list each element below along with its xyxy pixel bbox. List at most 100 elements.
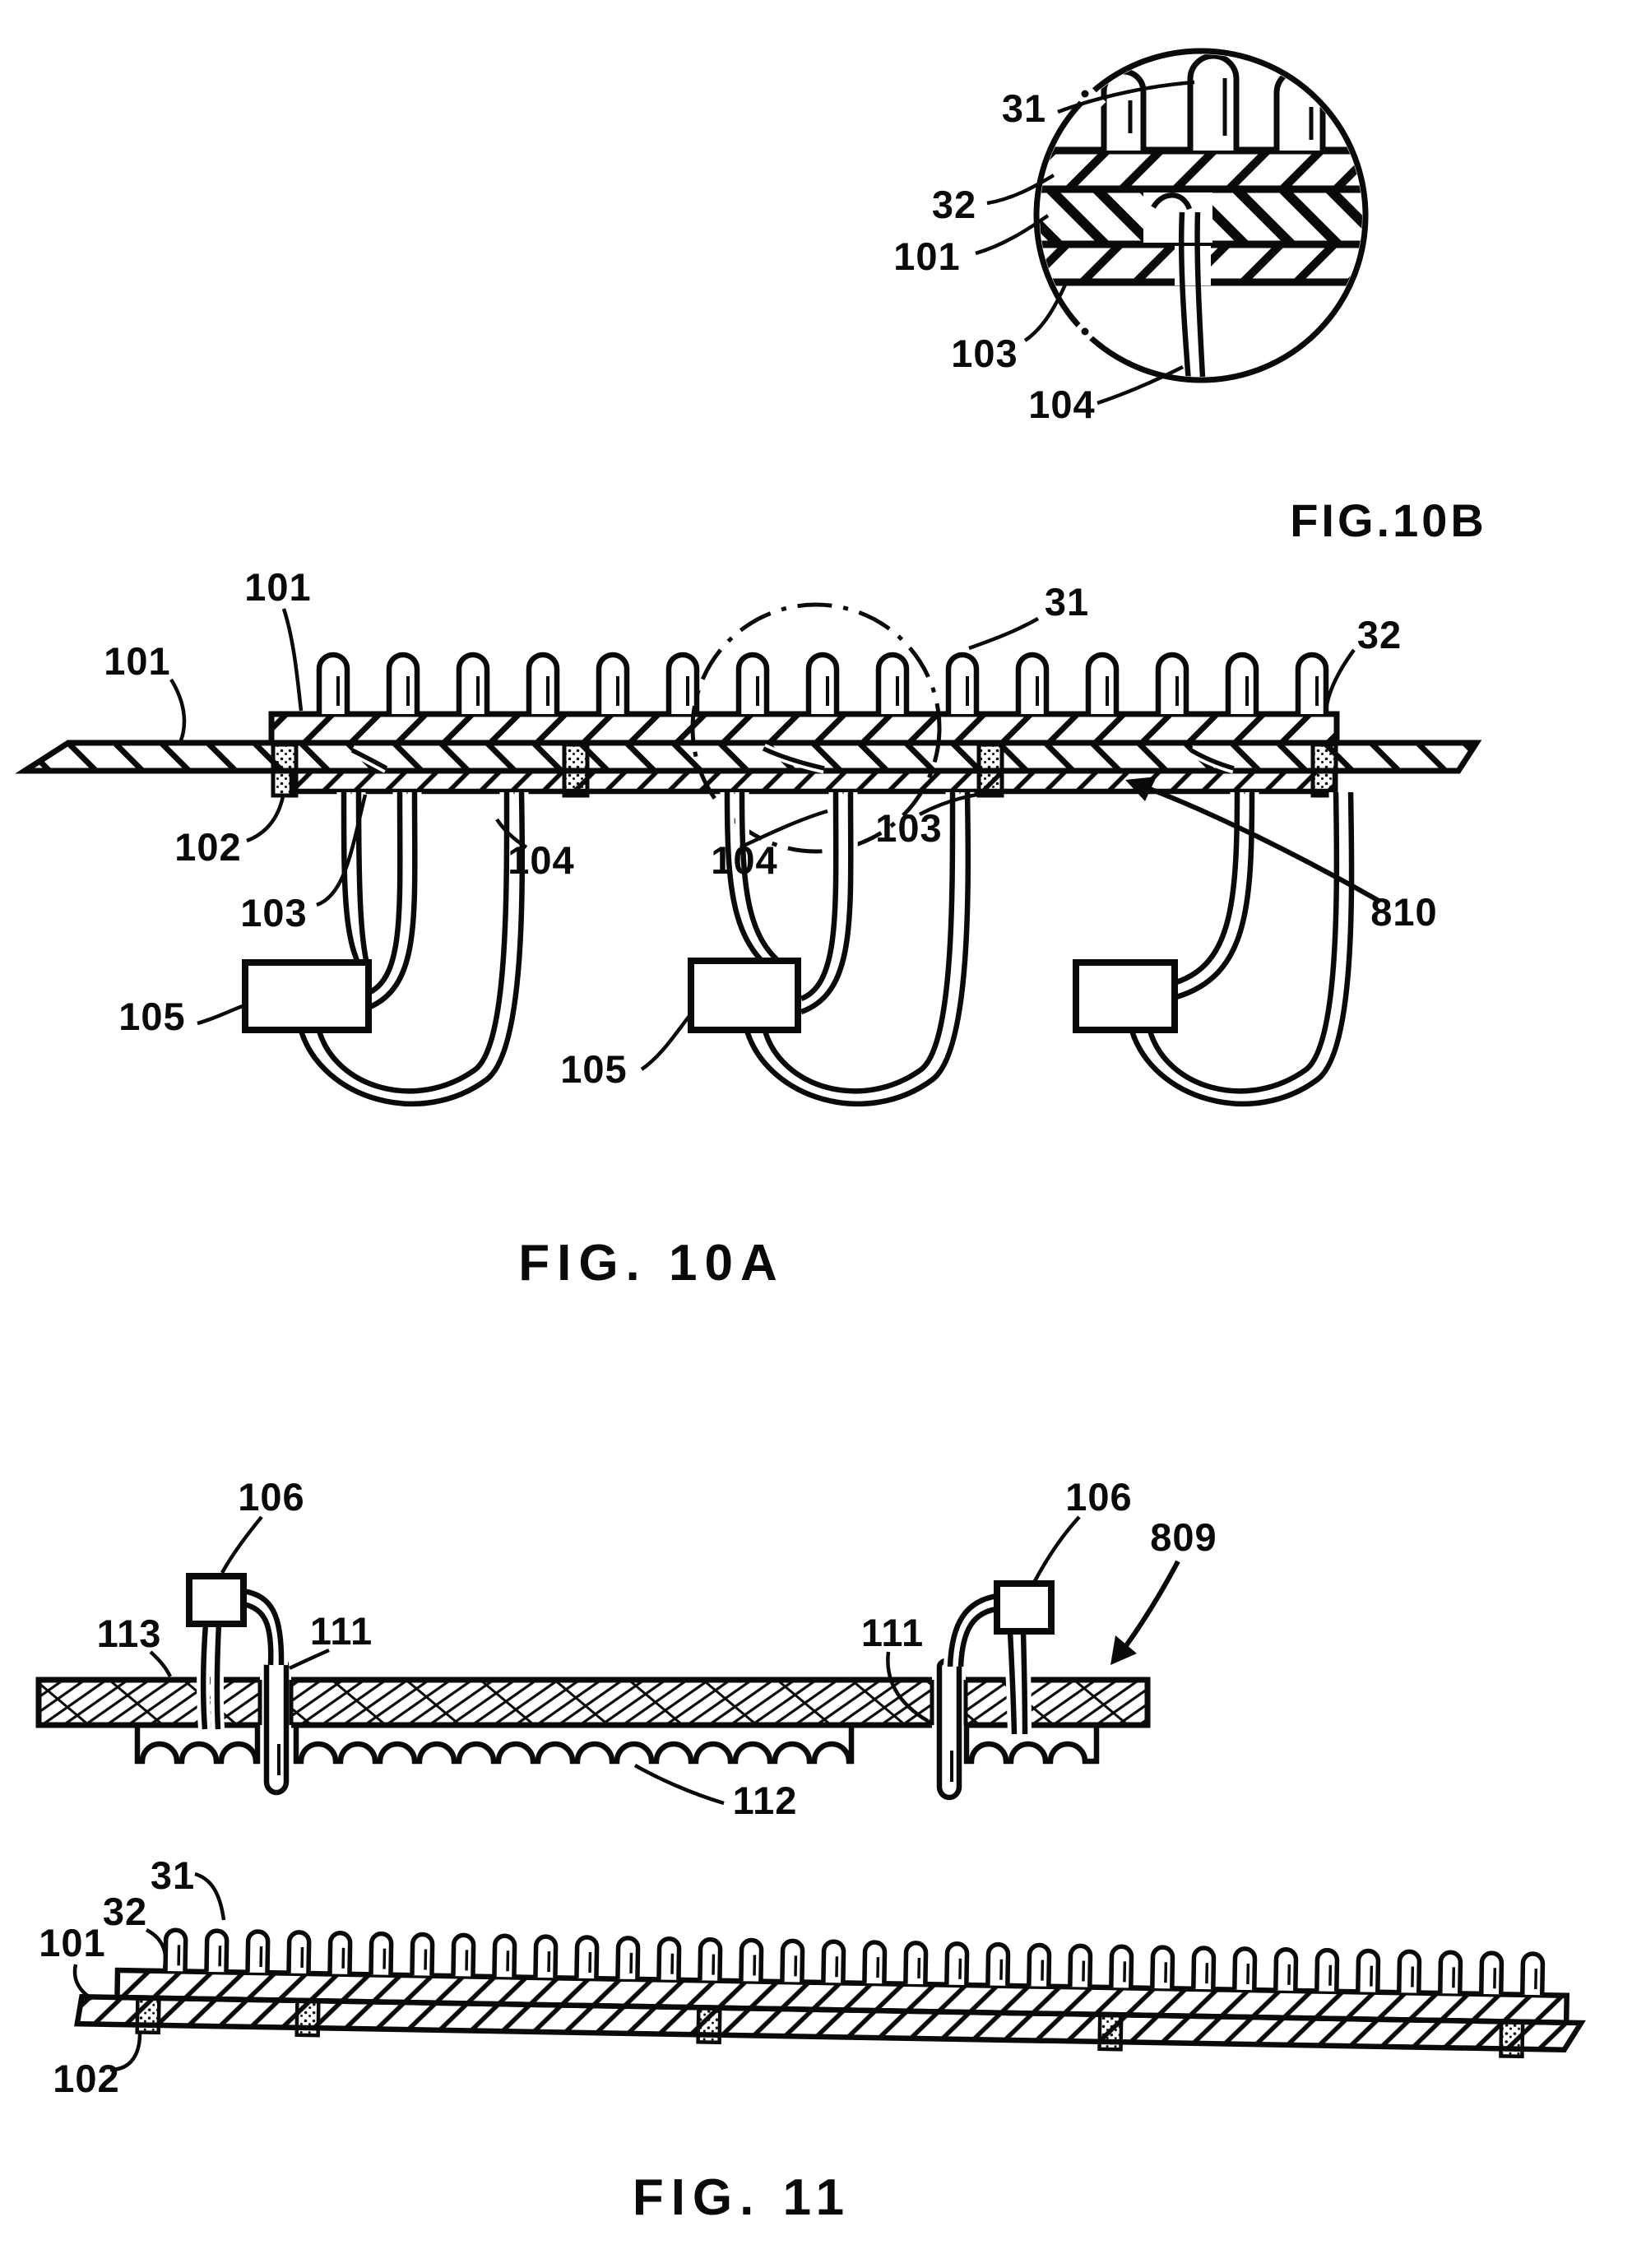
label-113: 113 bbox=[97, 1612, 162, 1655]
leader-31 bbox=[1057, 80, 1195, 114]
leader-32 bbox=[1324, 648, 1356, 712]
arrow-809 bbox=[1110, 1560, 1180, 1665]
label-105-left: 105 bbox=[118, 995, 185, 1038]
label-112: 112 bbox=[733, 1779, 798, 1822]
module-wires bbox=[197, 1584, 1032, 1735]
label-103-left: 103 bbox=[240, 891, 307, 935]
fig10a-leaders bbox=[169, 608, 1356, 1071]
label-106-left: 106 bbox=[238, 1475, 304, 1519]
compliant-block bbox=[562, 742, 590, 798]
pin-row-31 bbox=[163, 1927, 1546, 1996]
elastomer-segment bbox=[134, 1725, 261, 1765]
probes-111 bbox=[263, 1655, 962, 1801]
leader-111-left bbox=[288, 1648, 330, 1671]
label-101-top: 101 bbox=[244, 565, 311, 609]
label-104-mid: 104 bbox=[711, 838, 777, 882]
arrow-810 bbox=[1125, 777, 1382, 904]
elastomer-strips-112 bbox=[134, 1725, 1100, 1765]
leader-101 bbox=[72, 1964, 94, 2001]
layer-32-hatch bbox=[1040, 151, 1362, 189]
substrate-strip-101 bbox=[15, 740, 1482, 774]
carrier-strip-32 bbox=[268, 711, 1340, 746]
leader-32 bbox=[986, 174, 1055, 206]
module-boxes-106 bbox=[186, 1573, 1055, 1635]
leader-102 bbox=[246, 795, 285, 843]
module-boxes-105 bbox=[242, 958, 1178, 1033]
compliant-block bbox=[1499, 2020, 1525, 2059]
elastomer-segment bbox=[293, 1725, 855, 1765]
leader-32 bbox=[145, 1927, 168, 1969]
pin-strip-assembly bbox=[74, 1927, 1586, 2059]
label-101: 101 bbox=[39, 1921, 105, 1964]
label-32: 32 bbox=[932, 183, 976, 226]
label-31: 31 bbox=[1045, 580, 1089, 624]
compliant-block bbox=[1310, 742, 1338, 798]
compliant-blocks-102 bbox=[135, 1996, 1525, 2059]
leader-101-left bbox=[169, 678, 187, 741]
label-101: 101 bbox=[893, 234, 960, 278]
wire-pocket bbox=[1143, 192, 1212, 243]
pin-row-31 bbox=[316, 652, 1329, 714]
probe bbox=[263, 1655, 290, 1796]
compliant-block bbox=[976, 742, 1004, 798]
label-105-mid: 105 bbox=[560, 1047, 627, 1091]
leader-103 bbox=[1023, 284, 1068, 342]
caption-fig10b: FIG.10B bbox=[1290, 494, 1487, 546]
label-32: 32 bbox=[1357, 613, 1402, 656]
leader-101-top bbox=[281, 608, 304, 712]
leader-106-left bbox=[220, 1515, 263, 1575]
leader-105-left bbox=[197, 1003, 246, 1026]
detail-circle-outline bbox=[1033, 48, 1369, 383]
leader-31 bbox=[968, 617, 1040, 651]
label-810: 810 bbox=[1370, 890, 1437, 934]
label-102: 102 bbox=[174, 825, 241, 869]
arrowhead bbox=[1125, 777, 1157, 801]
label-111-left: 111 bbox=[310, 1609, 373, 1653]
leader-113 bbox=[149, 1650, 173, 1678]
label-809: 809 bbox=[1150, 1515, 1217, 1559]
fig10b: 31 32 101 103 104 FIG.10B bbox=[893, 48, 1487, 546]
leader-104-mid bbox=[740, 809, 828, 850]
magnified-pins bbox=[1101, 54, 1326, 151]
label-103: 103 bbox=[951, 332, 1018, 375]
pin-icon bbox=[1187, 54, 1240, 151]
label-111-right: 111 bbox=[861, 1611, 924, 1654]
compliant-block bbox=[135, 1996, 161, 2035]
label-106-right: 106 bbox=[1065, 1475, 1132, 1519]
detail-circle-content bbox=[1040, 54, 1362, 377]
dash-dot-marks bbox=[1064, 72, 1106, 353]
leader-101 bbox=[975, 214, 1050, 256]
label-102: 102 bbox=[53, 2057, 119, 2100]
leader-103-mid bbox=[918, 790, 994, 816]
pin-icon bbox=[1101, 68, 1147, 151]
probe bbox=[936, 1657, 962, 1801]
label-31: 31 bbox=[151, 1853, 195, 1897]
fig11: 106 106 809 113 111 111 112 31 32 101 10… bbox=[35, 1475, 1586, 2226]
leader-102 bbox=[109, 2033, 142, 2072]
leader-106-right bbox=[1033, 1515, 1081, 1583]
module-box-105 bbox=[688, 958, 801, 1033]
label-31: 31 bbox=[1002, 86, 1046, 130]
module-box-105 bbox=[1073, 959, 1178, 1033]
module-box-106 bbox=[994, 1580, 1055, 1635]
compliant-block bbox=[696, 2006, 722, 2045]
pin-row-shading bbox=[177, 1945, 1538, 1990]
elastomer-segment bbox=[963, 1725, 1100, 1765]
arrowhead bbox=[1110, 1635, 1137, 1665]
module-box-106 bbox=[186, 1573, 247, 1627]
leader-105-mid bbox=[640, 1010, 694, 1071]
label-103-mid: 103 bbox=[875, 806, 942, 850]
leader-104-left bbox=[495, 818, 528, 849]
detail-reference-circle bbox=[690, 602, 942, 854]
label-101-left: 101 bbox=[104, 639, 170, 683]
fig10b-leaders bbox=[975, 80, 1195, 406]
caption-fig10a: FIG. 10A bbox=[518, 1235, 785, 1292]
fig10a: 101 101 102 103 104 104 103 31 32 105 10… bbox=[15, 565, 1482, 1292]
leader-112 bbox=[633, 1764, 725, 1806]
module-box-105 bbox=[242, 959, 372, 1033]
wires-104 bbox=[294, 791, 1359, 1111]
fig11-leaders bbox=[72, 1515, 1081, 2072]
label-104: 104 bbox=[1028, 383, 1095, 426]
